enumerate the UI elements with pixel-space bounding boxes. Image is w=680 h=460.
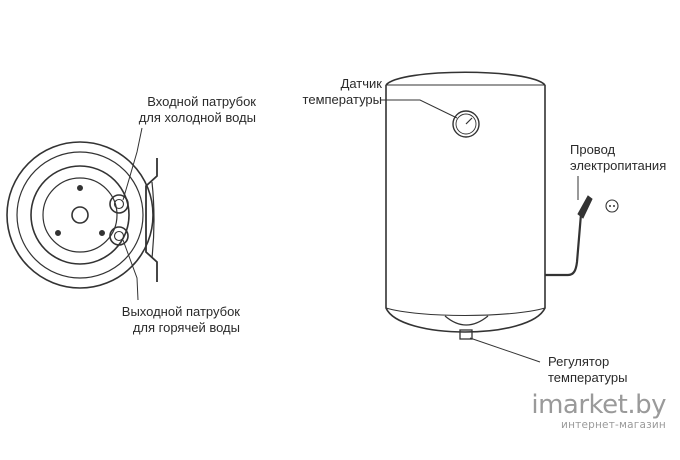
- watermark-brand: imarket.by: [531, 389, 666, 420]
- cold-water-inlet-pipe: [109, 194, 129, 214]
- hot-water-outlet-pipe-bore: [113, 230, 125, 242]
- tank-body: [385, 85, 546, 333]
- imarket-watermark: imarket.by интернет-магазин: [531, 392, 666, 431]
- flange-bolt: [99, 230, 106, 237]
- temp-sensor-label: Датчик температуры: [270, 76, 382, 108]
- temp-sensor-label-line-1: Датчик: [340, 76, 382, 91]
- temperature-gauge: [452, 110, 480, 138]
- heater-bottom-view: [6, 141, 158, 289]
- cold-water-inlet-pipe-bore: [113, 198, 125, 210]
- outlet-label-line-1: Выходной патрубок: [121, 304, 240, 319]
- flange-outer: [30, 165, 130, 265]
- thermostat-label-line-1: Регулятор: [548, 354, 610, 369]
- tank-top: [385, 71, 546, 86]
- wall-bracket: [145, 158, 158, 282]
- flange-bolt: [54, 230, 61, 237]
- inlet-label: Входной патрубок для холодной воды: [100, 94, 256, 126]
- flange-bolt: [77, 185, 84, 192]
- power-cable-label-line-2: электропитания: [570, 158, 667, 173]
- tank-bottom-cover: [385, 307, 546, 317]
- inlet-label-line-2: для холодной воды: [138, 110, 256, 125]
- bottom-inner-rim: [16, 151, 144, 279]
- flange-center: [71, 206, 89, 224]
- outlet-leader-line: [122, 239, 139, 301]
- thermostat-leader-line: [469, 337, 541, 363]
- outlet-label-line-2: для горячей воды: [132, 320, 240, 335]
- power-socket-hole: [609, 205, 611, 207]
- thermostat-label: Регулятор температуры: [548, 354, 627, 386]
- inlet-label-line-1: Входной патрубок: [147, 94, 256, 109]
- watermark-subtitle: интернет-магазин: [561, 418, 666, 431]
- power-cable: [545, 213, 583, 277]
- temperature-gauge-inner: [455, 113, 477, 135]
- power-socket: [605, 199, 619, 213]
- power-plug: [577, 195, 593, 219]
- thermostat-label-line-2: температуры: [548, 370, 628, 385]
- temp-sensor-leader-line: [380, 99, 458, 119]
- bottom-outer-rim: [6, 141, 154, 289]
- temperature-gauge-needle: [465, 117, 473, 125]
- power-cable-label: Провод электропитания: [570, 142, 666, 174]
- flange-inner: [42, 177, 118, 253]
- bottom-view-leaders: [122, 127, 143, 301]
- thermostat-knob: [459, 329, 473, 340]
- thermostat-housing: [444, 315, 489, 326]
- temp-sensor-label-line-2: температуры: [302, 92, 382, 107]
- power-socket-hole: [613, 205, 615, 207]
- wall-bracket-edge: [151, 181, 155, 259]
- heater-front-view: [385, 71, 619, 340]
- outlet-label: Выходной патрубок для горячей воды: [84, 304, 240, 336]
- front-view-leaders: [380, 99, 579, 363]
- power-cable-label-line-1: Провод: [570, 142, 616, 157]
- inlet-leader-line: [122, 127, 143, 201]
- hot-water-outlet-pipe: [109, 226, 129, 246]
